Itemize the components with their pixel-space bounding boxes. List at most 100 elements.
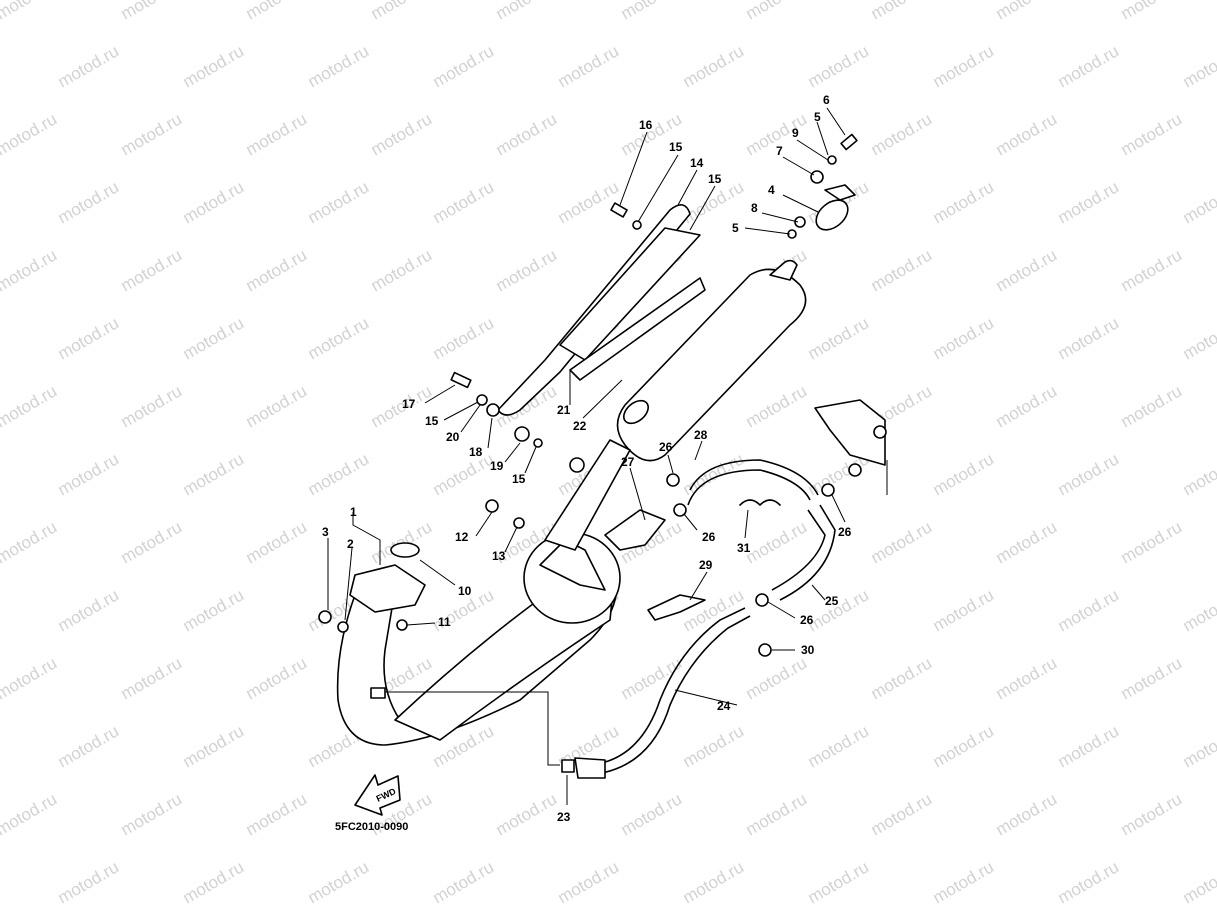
watermark-text: motod.ru bbox=[993, 245, 1061, 295]
silencer-body bbox=[616, 268, 807, 462]
watermark-text: motod.ru bbox=[0, 0, 60, 23]
watermark-text: motod.ru bbox=[805, 41, 873, 91]
watermark-text: motod.ru bbox=[868, 789, 936, 839]
watermark-text: motod.ru bbox=[1055, 313, 1123, 363]
watermark-text: motod.ru bbox=[930, 449, 998, 499]
pipe-24 bbox=[589, 607, 746, 766]
clamp-26a bbox=[666, 473, 680, 487]
callout-10: 10 bbox=[458, 584, 472, 598]
watermark-text: motod.ru bbox=[243, 245, 311, 295]
watermark-text: motod.ru bbox=[0, 789, 60, 839]
watermark-text: motod.ru bbox=[1055, 721, 1123, 771]
watermark-text: motod.ru bbox=[805, 721, 873, 771]
watermark-text: motod.ru bbox=[180, 449, 248, 499]
hose-25-inner bbox=[771, 509, 826, 591]
watermark-text: motod.ru bbox=[993, 381, 1061, 431]
watermark-text: motod.ru bbox=[55, 721, 123, 771]
washer-2 bbox=[337, 621, 349, 633]
watermark-text: motod.ru bbox=[930, 585, 998, 635]
callout-20: 20 bbox=[446, 430, 460, 444]
bolt-30 bbox=[758, 643, 772, 657]
callout-21: 21 bbox=[557, 403, 571, 417]
watermark-text: motod.ru bbox=[1118, 789, 1186, 839]
callout-labels: 1 2 3 4 5 5 6 7 8 9 10 11 12 13 14 15 15… bbox=[322, 93, 852, 824]
watermark-text: motod.ru bbox=[555, 41, 623, 91]
watermark-text: motod.ru bbox=[680, 585, 748, 635]
watermark-text: motod.ru bbox=[1118, 381, 1186, 431]
washer-9 bbox=[827, 155, 837, 165]
watermark-text: motod.ru bbox=[0, 109, 60, 159]
watermark-text: motod.ru bbox=[180, 857, 248, 907]
watermark-text: motod.ru bbox=[305, 857, 373, 907]
collar-18 bbox=[486, 403, 500, 417]
nut-7 bbox=[810, 170, 824, 184]
watermark-text: motod.ru bbox=[55, 857, 123, 907]
watermark-text: motod.ru bbox=[930, 313, 998, 363]
watermark-text: motod.ru bbox=[868, 109, 936, 159]
watermark-text: motod.ru bbox=[555, 177, 623, 227]
bracket-inner-rail bbox=[559, 227, 701, 361]
clamp-26c bbox=[821, 483, 835, 497]
bolt-3 bbox=[318, 610, 332, 624]
watermark-text: motod.ru bbox=[305, 41, 373, 91]
hose-28-inner bbox=[689, 459, 819, 496]
watermark-text: motod.ru bbox=[993, 789, 1061, 839]
clamp-26b bbox=[673, 503, 687, 517]
watermark-text: motod.ru bbox=[493, 789, 561, 839]
watermark-text: motod.ru bbox=[930, 177, 998, 227]
watermark-text: motod.ru bbox=[243, 653, 311, 703]
callout-5a: 5 bbox=[732, 221, 739, 235]
watermark-text: motod.ru bbox=[930, 857, 998, 907]
callout-15c: 15 bbox=[425, 414, 439, 428]
watermark-text: motod.ru bbox=[743, 653, 811, 703]
fwd-arrow-icon bbox=[354, 774, 401, 816]
nut-mount bbox=[569, 457, 585, 473]
callout-26d: 26 bbox=[800, 613, 814, 627]
watermark-text: motod.ru bbox=[55, 449, 123, 499]
watermark-text: motod.ru bbox=[743, 789, 811, 839]
watermark-text: motod.ru bbox=[1118, 517, 1186, 567]
watermark-text: motod.ru bbox=[368, 245, 436, 295]
watermark-text: motod.ru bbox=[180, 721, 248, 771]
watermark-text: motod.ru bbox=[1180, 857, 1217, 907]
watermark-text: motod.ru bbox=[180, 585, 248, 635]
watermark-text: motod.ru bbox=[680, 41, 748, 91]
callout-2: 2 bbox=[347, 537, 354, 551]
watermark-text: motod.ru bbox=[743, 0, 811, 23]
watermark-text: motod.ru bbox=[430, 41, 498, 91]
silencer-outlet bbox=[769, 259, 798, 281]
clip-15c bbox=[533, 438, 543, 448]
bolt-12 bbox=[485, 499, 499, 513]
watermark-text: motod.ru bbox=[430, 449, 498, 499]
spring-11 bbox=[396, 619, 408, 631]
watermark-text: motod.ru bbox=[1180, 721, 1217, 771]
watermark-text: motod.ru bbox=[868, 653, 936, 703]
bolt-6 bbox=[840, 133, 858, 151]
watermark-text: motod.ru bbox=[993, 109, 1061, 159]
watermark-text: motod.ru bbox=[1118, 245, 1186, 295]
parts-drawing bbox=[318, 133, 888, 779]
watermark-text: motod.ru bbox=[0, 381, 60, 431]
callout-28: 28 bbox=[694, 428, 708, 442]
watermark-text: motod.ru bbox=[118, 381, 186, 431]
watermark-text: motod.ru bbox=[868, 0, 936, 23]
watermark-text: motod.ru bbox=[930, 41, 998, 91]
callout-12: 12 bbox=[455, 530, 469, 544]
watermark-text: motod.ru bbox=[305, 177, 373, 227]
watermark-text: motod.ru bbox=[805, 857, 873, 907]
watermark-text: motod.ru bbox=[305, 313, 373, 363]
watermark-text: motod.ru bbox=[243, 0, 311, 23]
watermark-text: motod.ru bbox=[680, 449, 748, 499]
watermark-text: motod.ru bbox=[1118, 109, 1186, 159]
watermark-text: motod.ru bbox=[930, 721, 998, 771]
watermark-text: motod.ru bbox=[0, 653, 60, 703]
callout-25: 25 bbox=[825, 594, 839, 608]
callout-27: 27 bbox=[621, 455, 635, 469]
watermark-text: motod.ru bbox=[1055, 857, 1123, 907]
watermark-text: motod.ru bbox=[1180, 585, 1217, 635]
callout-17: 17 bbox=[402, 397, 416, 411]
watermark-text: motod.ru bbox=[805, 313, 873, 363]
watermark-text: motod.ru bbox=[1118, 0, 1186, 23]
watermark-text: motod.ru bbox=[55, 585, 123, 635]
